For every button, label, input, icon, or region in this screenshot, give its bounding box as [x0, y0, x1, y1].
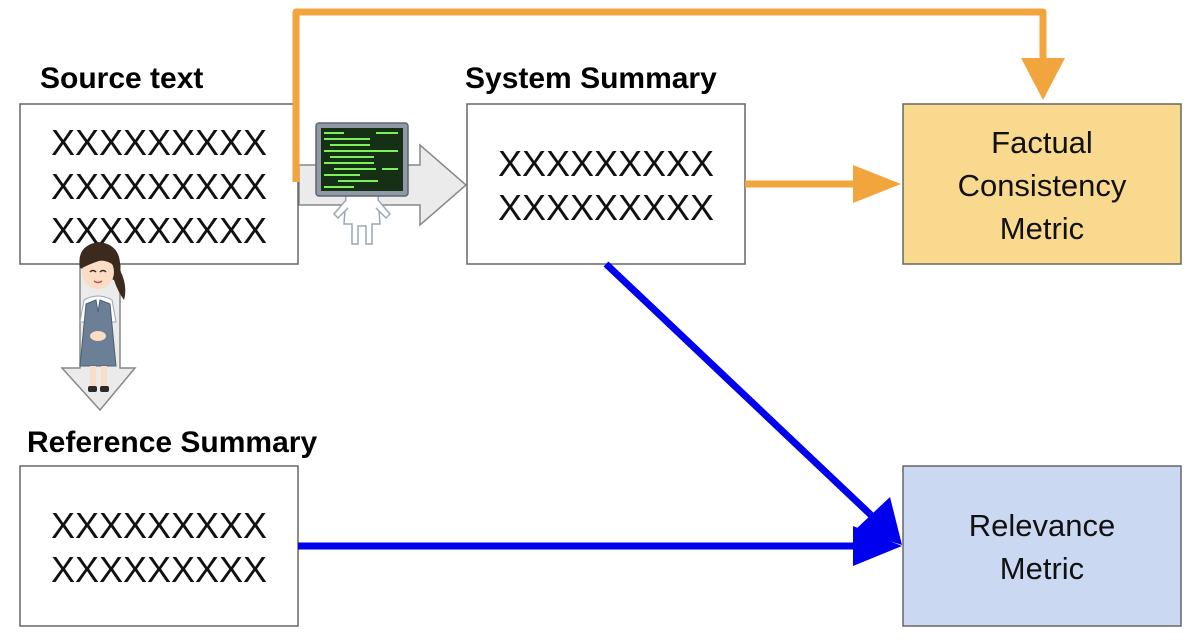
reference-line-2: XXXXXXXXX [51, 549, 267, 590]
source-text-box [19, 103, 299, 265]
reference-summary-box [19, 465, 299, 627]
relevance-arrow-system-shaft [603, 261, 875, 519]
reference-summary-label: Reference Summary [27, 426, 317, 459]
reference-line-1: XXXXXXXXX [51, 505, 267, 546]
source-text-label: Source text [40, 62, 203, 95]
source-line-1: XXXXXXXXX [51, 122, 267, 163]
system-summary-label: System Summary [465, 62, 717, 95]
factual-line-2: Consistency [958, 168, 1127, 203]
system-line-2: XXXXXXXXX [498, 187, 714, 228]
factual-line-3: Metric [1000, 211, 1084, 246]
factual-arrow-system-head [853, 165, 901, 203]
annotator-person-icon [79, 242, 126, 392]
relevance-metric-box [902, 465, 1182, 627]
relevance-line-2: Metric [1000, 551, 1084, 586]
factual-arrow-source-path [292, 8, 1047, 182]
source-line-3: XXXXXXXXX [51, 210, 267, 251]
factual-line-1: Factual [991, 125, 1093, 160]
source-line-2: XXXXXXXXX [51, 166, 267, 207]
system-line-1: XXXXXXXXX [498, 143, 714, 184]
relevance-arrow-reference-head [853, 526, 902, 566]
system-summary-box [466, 103, 746, 265]
relevance-line-1: Relevance [969, 508, 1115, 543]
factual-arrow-source-head [1021, 58, 1065, 100]
robot-computer-icon [315, 122, 409, 245]
factual-consistency-metric-box [902, 103, 1182, 265]
